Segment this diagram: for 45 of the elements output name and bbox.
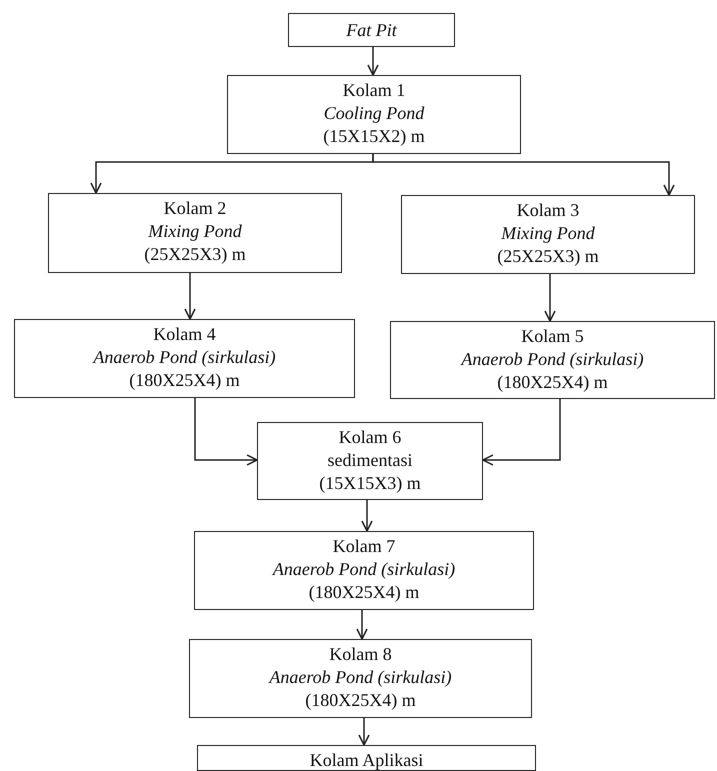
subtitle: sedimentasi	[328, 449, 412, 472]
box-label: Fat Pit	[346, 18, 397, 42]
subtitle: Anaerob Pond (sirkulasi)	[461, 348, 644, 371]
dimension-text: (180X25X4) m	[308, 581, 420, 604]
arrow	[482, 399, 561, 466]
subtitle: Anaerob Pond (sirkulasi)	[272, 558, 456, 581]
title: Kolam 6	[338, 426, 402, 449]
process-box	[189, 639, 532, 718]
arrow	[194, 398, 258, 466]
dimension-text: (25X25X3) m	[144, 243, 246, 266]
subtitle: Cooling Pond	[324, 102, 424, 125]
title: Kolam 2	[164, 197, 226, 220]
dimension-text: (180X25X4) m	[129, 369, 240, 392]
title: Kolam 8	[329, 643, 392, 666]
dimension-text: (25X25X3) m	[497, 245, 599, 268]
process-box	[48, 193, 342, 273]
box-label: Kolam Aplikasi	[310, 749, 424, 771]
title: Kolam 3	[516, 199, 580, 222]
arrow	[361, 500, 373, 532]
subtitle: Anaerob Pond (sirkulasi)	[93, 346, 276, 369]
dimension-text: (180X25X4) m	[305, 689, 416, 712]
process-box	[14, 319, 355, 398]
process-box	[401, 195, 695, 274]
title: Kolam 5	[521, 325, 584, 348]
arrow	[367, 47, 379, 76]
process-box	[194, 531, 534, 610]
arrow	[358, 718, 370, 746]
dimension-text: (15X15X2) m	[323, 125, 425, 148]
subtitle: Mixing Pond	[148, 220, 242, 243]
title: Kolam 7	[332, 535, 396, 558]
arrow	[356, 610, 368, 640]
title: Kolam 4	[153, 323, 216, 346]
title: Kolam 1	[342, 79, 406, 102]
dimension-text: (15X15X3) m	[319, 472, 421, 495]
dimension-text: (180X25X4) m	[497, 371, 608, 394]
arrow	[184, 273, 196, 320]
arrow	[372, 154, 675, 196]
arrow	[544, 274, 556, 322]
process-box	[197, 745, 536, 771]
subtitle: Anaerob Pond (sirkulasi)	[269, 666, 452, 689]
process-box	[227, 75, 521, 154]
process-box	[257, 422, 483, 500]
process-box	[390, 321, 715, 399]
process-box	[288, 13, 455, 47]
subtitle: Mixing Pond	[501, 222, 595, 245]
